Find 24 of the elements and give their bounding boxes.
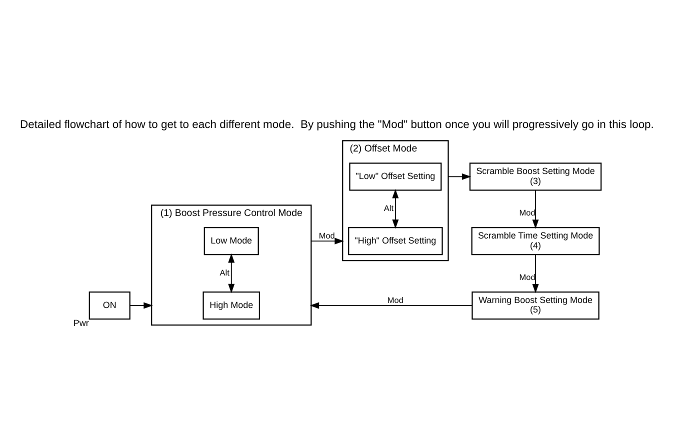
arrow — [310, 302, 473, 308]
arrow — [448, 172, 472, 180]
node-box: "Low" Offset Setting — [349, 162, 442, 190]
edge-label: Mod — [318, 231, 335, 240]
arrow — [532, 189, 539, 228]
node-box: Scramble Time Setting Mode (4) — [471, 226, 600, 255]
arrow — [310, 237, 344, 244]
arrow — [532, 254, 539, 293]
node-box: High Mode — [202, 290, 260, 320]
arrow — [392, 188, 399, 228]
node-box: Warning Boost Setting Mode (5) — [472, 290, 600, 320]
edge-label: Alt — [220, 268, 230, 277]
edge-label: Mod — [387, 296, 404, 305]
node-box: Scramble Boost Setting Mode (3) — [469, 162, 602, 190]
edge-label: Mod — [519, 208, 536, 218]
node-box: Low Mode — [204, 226, 259, 255]
diagram-title: Detailed flowchart of how to get to each different mode. By pushing the "Mod" button once you will progressively go in this loop. — [20, 118, 654, 130]
node-box: ON — [88, 290, 130, 320]
arrow — [228, 252, 235, 293]
edge-label: Mod — [519, 272, 536, 282]
edge-label: Alt — [384, 203, 394, 212]
node-box: "High" Offset Setting — [348, 226, 443, 255]
node-label: Pwr — [73, 318, 89, 328]
arrow — [130, 302, 153, 308]
